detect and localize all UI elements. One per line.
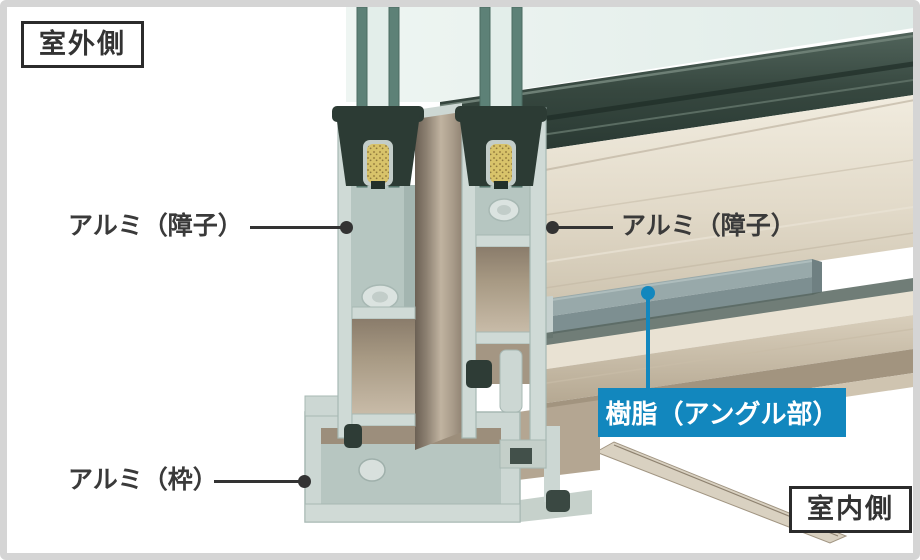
indoor-side-label: 室内側 — [789, 486, 912, 533]
resin-angle-top — [545, 259, 812, 317]
leader-dot — [340, 221, 353, 234]
leader-line — [214, 480, 300, 483]
spacer-left — [367, 144, 389, 183]
glass-pane — [388, 6, 400, 188]
glass-pane — [356, 6, 368, 188]
leader-line-blue — [646, 298, 650, 388]
leader-line — [250, 226, 341, 229]
leader-dot — [546, 221, 559, 234]
sash-web — [415, 110, 462, 450]
leader-dot-blue — [641, 286, 655, 300]
leader-line — [557, 226, 613, 229]
aluminum-frame-label: アルミ（枠） — [68, 466, 218, 494]
outdoor-side-label: 室外側 — [21, 21, 144, 68]
glass-pane — [511, 6, 523, 188]
resin-angle-label: 樹脂（アングル部） — [598, 388, 846, 437]
leader-dot — [298, 475, 311, 488]
spacer-right — [490, 144, 512, 183]
resin-angle-front — [545, 277, 812, 335]
frame-band-bright — [540, 290, 920, 370]
glass-pane — [479, 6, 491, 188]
frame-band-mid — [540, 314, 920, 404]
aluminum-sash-right-label: アルミ（障子） — [621, 212, 796, 240]
aluminum-sash-left-label: アルミ（障子） — [68, 212, 243, 240]
